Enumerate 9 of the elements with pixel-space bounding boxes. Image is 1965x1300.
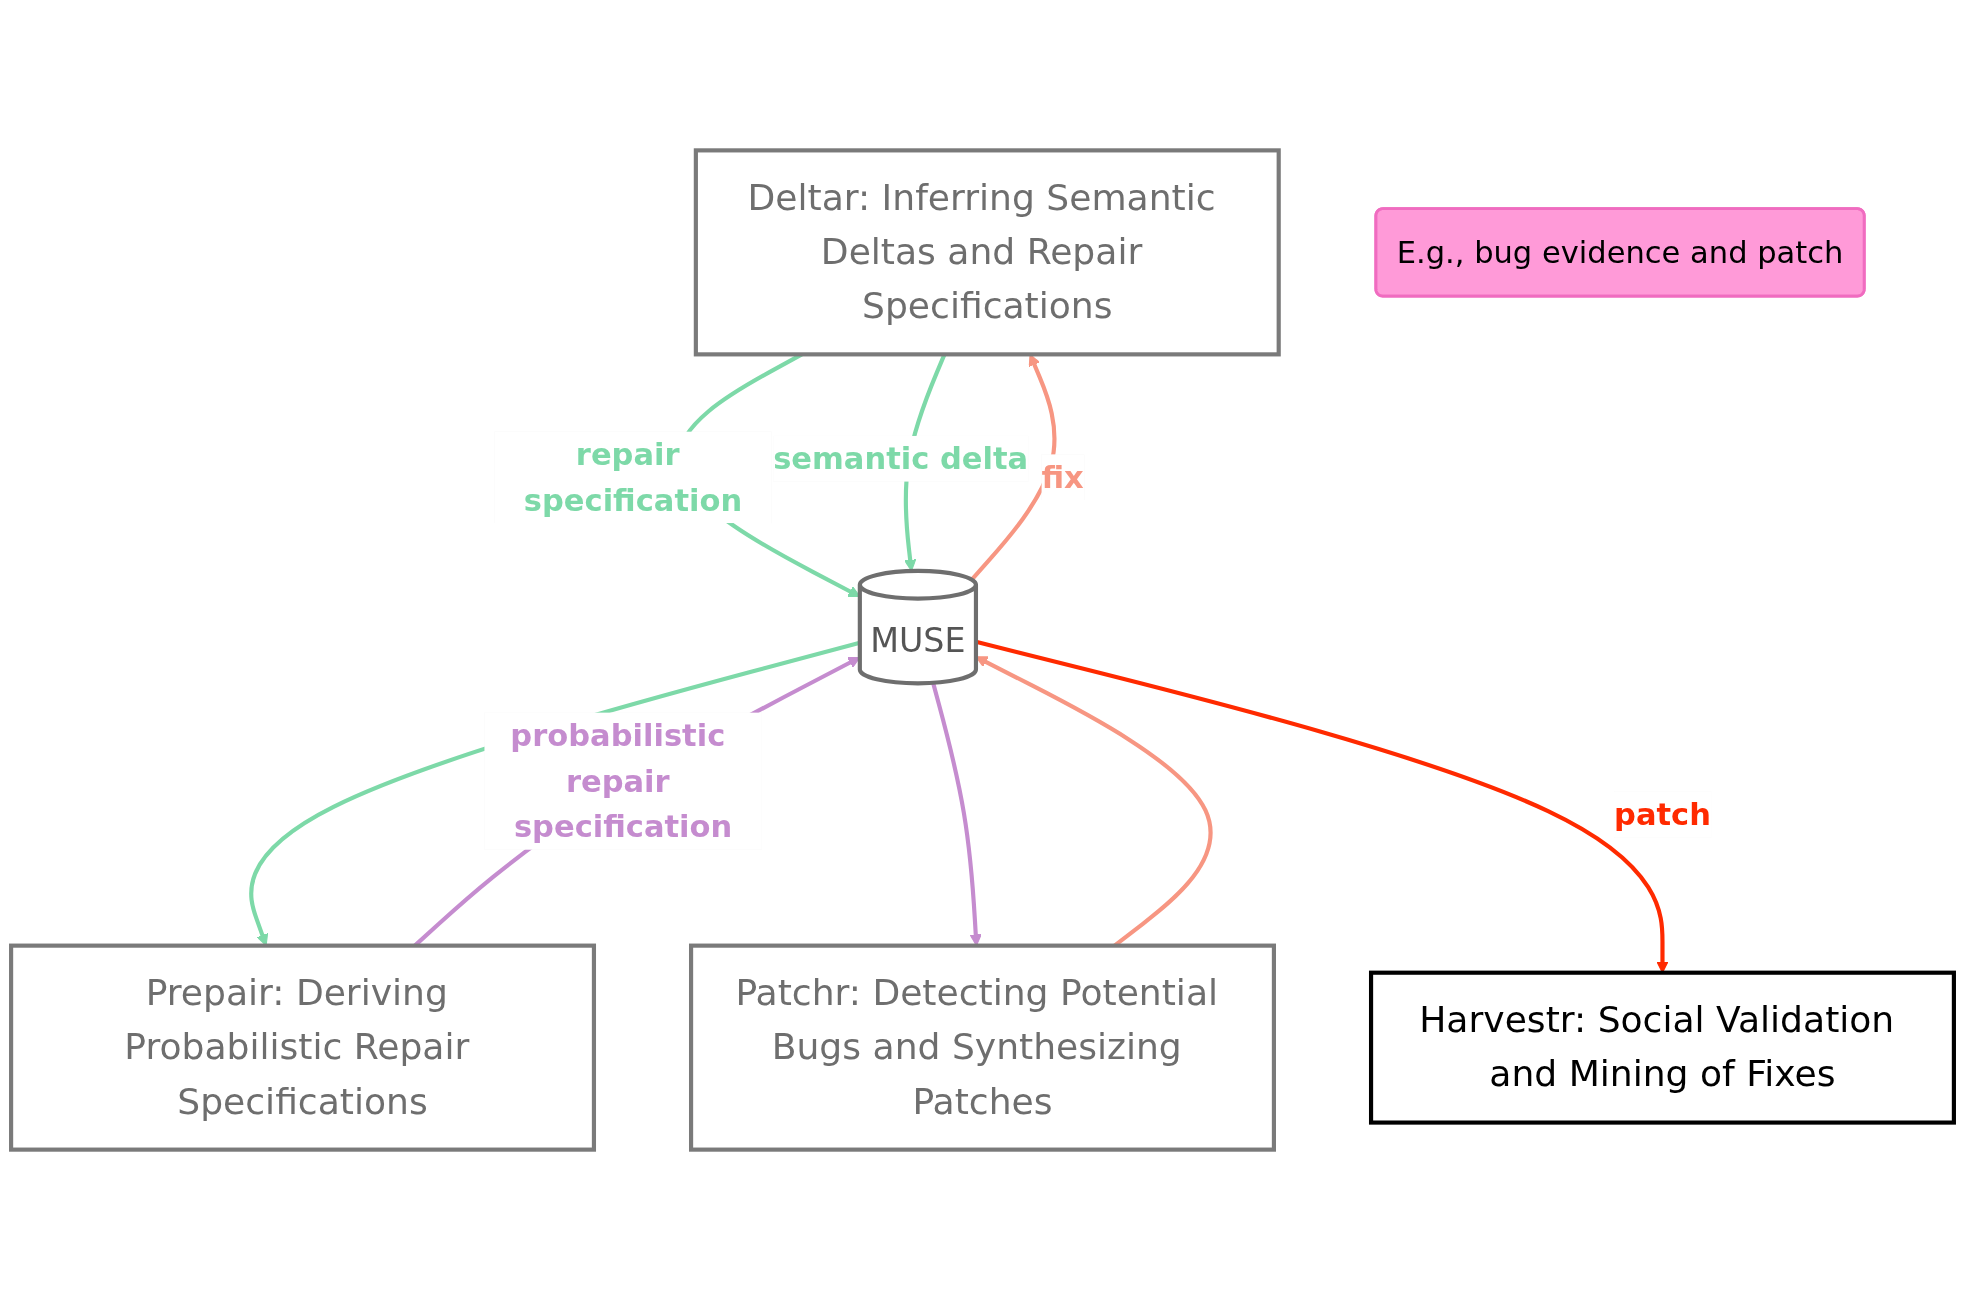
edge-label: fix xyxy=(1041,459,1084,495)
node-box: Prepair: Deriving Probabilistic Repair Specifications xyxy=(9,943,597,1152)
edge-label: patch xyxy=(1614,797,1711,832)
node-box: Harvestr: Social Validation and Mining of Fixes xyxy=(1369,970,1956,1125)
edge-label: repair specification xyxy=(523,437,743,518)
node-box: Patchr: Detecting Potential Bugs and Synthesizing Patches xyxy=(689,943,1276,1152)
node-box: Deltar: Inferring Semantic Deltas and Repair Specifications xyxy=(693,148,1281,357)
edge-label: semantic delta xyxy=(773,441,1029,477)
edge-label: probabilistic repair specification xyxy=(510,717,733,845)
